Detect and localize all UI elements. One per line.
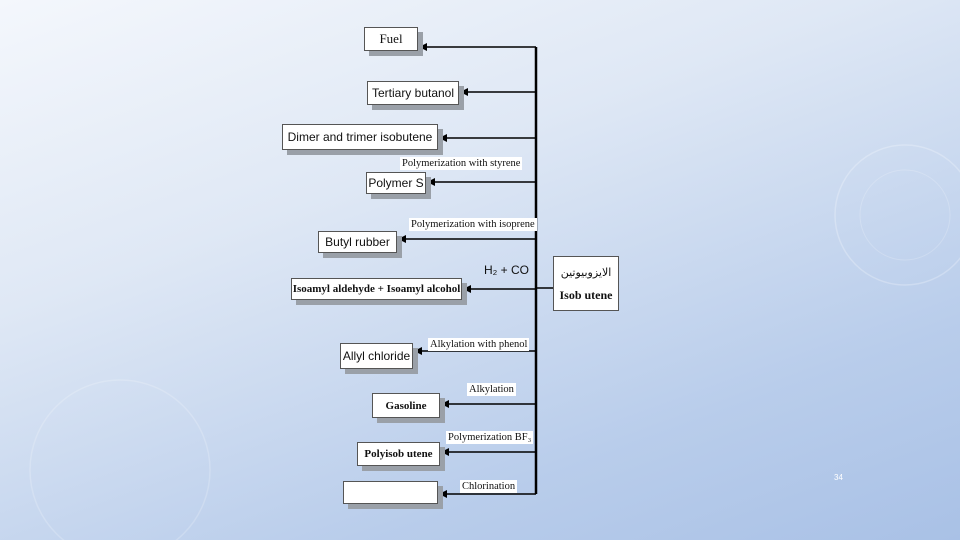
box-polymer-s: Polymer S	[366, 172, 426, 194]
label-h2-co: H₂ + CO	[484, 263, 529, 277]
box-dimer-trimer-isobutene: Dimer and trimer isobutene	[282, 124, 438, 150]
box-gasoline: Gasoline	[372, 393, 440, 418]
box-tertiary-butanol: Tertiary butanol	[367, 81, 459, 105]
isobutene-arabic-label: الايزوبيوتين	[560, 265, 612, 279]
box-fuel: Fuel	[364, 27, 418, 51]
label-alkylation: Alkylation	[467, 383, 516, 396]
label-alkylation-phenol: Alkylation with phenol	[428, 338, 530, 351]
box-methyl-allylchlorise	[343, 481, 438, 504]
box-allyl-chloride: Allyl chloride	[340, 343, 413, 369]
box-butyl-rubber: Butyl rubber	[318, 231, 397, 253]
box-polyisobutene: Polyisob utene	[357, 442, 440, 466]
label-polymerization-bf3: Polymerization BF₃	[446, 431, 534, 444]
page-number: 34	[834, 473, 843, 482]
label-polymerization-isoprene: Polymerization with isoprene	[409, 218, 537, 231]
isobutene-label: Isob utene	[559, 287, 613, 302]
label-polymerization-styrene: Polymerization with styrene	[400, 157, 523, 170]
label-chlorination: Chlorination	[460, 480, 518, 493]
box-isoamyl: Isoamyl aldehyde + Isoamyl alcohol	[291, 278, 462, 300]
box-isobutene: الايزوبيوتين Isob utene	[553, 256, 619, 311]
